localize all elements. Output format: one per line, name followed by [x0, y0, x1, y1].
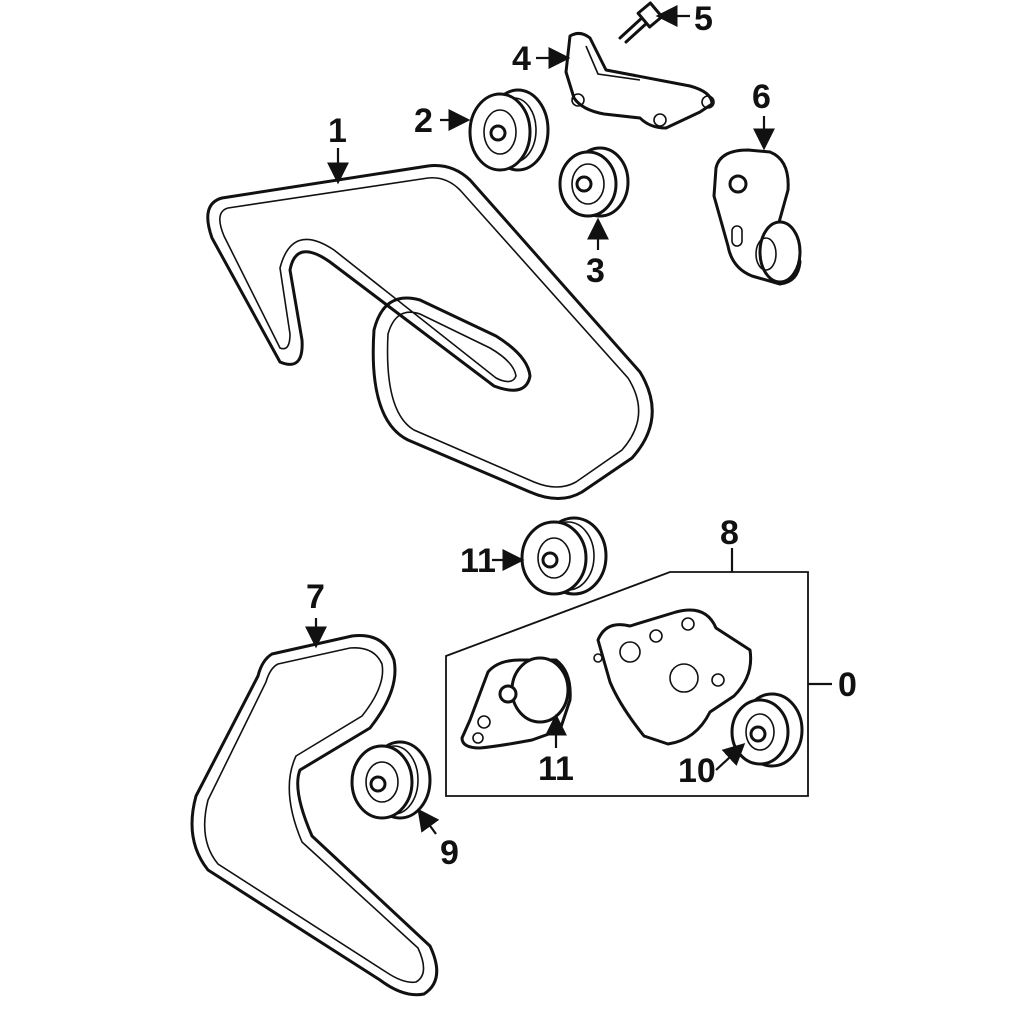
mounting-bracket	[564, 31, 715, 130]
lower-serpentine-belt	[190, 634, 439, 997]
tensioner-assembly	[460, 656, 572, 750]
idler-pulley-assembly	[730, 692, 804, 768]
idler-pulley-lower-left	[350, 740, 432, 820]
idler-pulley-upper-center	[558, 146, 630, 218]
callout-assembly-bracket: 0	[838, 666, 857, 704]
idler-pulley-lower-top	[520, 516, 608, 596]
idler-pulley-upper-left	[468, 88, 550, 172]
callout-bolt: 5	[694, 0, 713, 38]
callout-idler-upper-center: 3	[586, 252, 605, 290]
assembly-frame	[445, 548, 832, 797]
callout-belt-lower: 7	[306, 578, 325, 616]
callout-mount-bracket: 4	[512, 40, 531, 78]
bolt	[618, 1, 664, 44]
leader-arrows	[305, 5, 775, 835]
callout-idler-lower-left: 9	[440, 834, 459, 872]
callout-idler-upper-left: 2	[414, 102, 433, 140]
callout-assembly: 8	[720, 514, 739, 552]
belt-tensioner-upper	[712, 148, 802, 286]
callout-belt-upper: 1	[328, 112, 347, 150]
callout-idler-assembly: 10	[678, 752, 716, 790]
callout-tensioner-upper: 6	[752, 78, 771, 116]
assembly-mounting-bracket	[593, 608, 753, 746]
callout-idler-lower-top: 11	[460, 542, 496, 580]
upper-serpentine-belt	[206, 164, 654, 500]
callout-tensioner-assembly: 11	[538, 750, 574, 788]
